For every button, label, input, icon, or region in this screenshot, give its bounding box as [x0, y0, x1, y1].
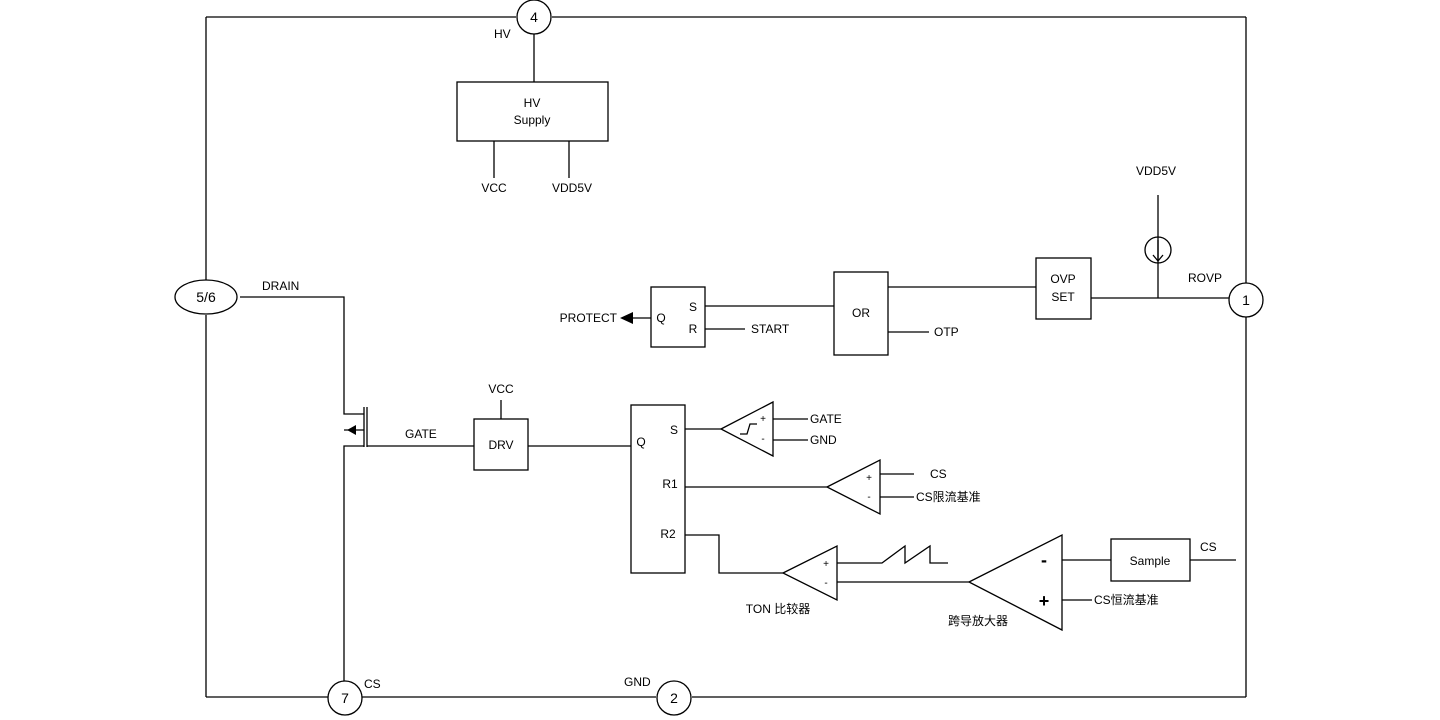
or-label: OR [852, 306, 870, 320]
cs-limit-comparator: + - CS CS限流基准 [685, 458, 981, 516]
gnd-pin-label: GND [624, 675, 651, 689]
cs-ref-label: CS恒流基准 [1094, 593, 1159, 607]
hv-supply-line2: Supply [514, 113, 551, 127]
sample-block: Sample CS [1110, 538, 1236, 582]
pin-2-label: 2 [670, 690, 678, 706]
ton-comparator-label: TON 比较器 [746, 601, 810, 616]
ota-label: 跨导放大器 [948, 613, 1008, 628]
cmp1-gate-label: GATE [810, 412, 842, 426]
main-latch-s: S [670, 423, 678, 437]
vcc-supply-label: VCC [481, 181, 507, 195]
drv-label: DRV [488, 438, 513, 452]
ramp-waveform-icon [870, 544, 948, 565]
cmp1-plus: + [760, 414, 766, 425]
ota-minus: - [1041, 550, 1047, 570]
gate-comparator: + - GATE GND [685, 400, 842, 458]
ovp-line2: SET [1051, 290, 1075, 304]
main-latch-r1: R1 [662, 477, 678, 491]
protect-arrow-icon [620, 312, 633, 324]
start-label: START [751, 322, 790, 336]
main-latch-q: Q [636, 435, 645, 449]
cmp1-gnd-label: GND [810, 433, 837, 447]
pin-7: 7 [327, 680, 363, 716]
hv-supply-block: HV Supply VCC VDD5V [456, 34, 609, 195]
sample-label: Sample [1130, 554, 1171, 568]
main-latch-r2: R2 [660, 527, 676, 541]
ovp-set-block: OVP SET [1035, 257, 1092, 320]
vdd5v-top-label: VDD5V [1136, 164, 1176, 178]
power-mosfet: GATE [240, 296, 474, 681]
protect-label: PROTECT [560, 311, 618, 325]
pin-1-label: 1 [1242, 292, 1250, 308]
pin-1: 1 [1228, 282, 1264, 318]
rovp-label: ROVP [1188, 271, 1222, 285]
cmp2-minus: - [867, 492, 870, 503]
cmp1-minus: - [761, 434, 764, 445]
cs-pin-label: CS [364, 677, 381, 691]
cs-in-label: CS [1200, 540, 1217, 554]
ton-minus: - [824, 578, 827, 589]
vcc-drv-label: VCC [488, 382, 514, 396]
chip-boundary [205, 16, 1247, 698]
vdd5v-supply-label: VDD5V [552, 181, 592, 195]
ota-plus: + [1039, 591, 1050, 611]
ton-plus: + [823, 559, 829, 570]
drv-block: DRV VCC [473, 382, 631, 471]
pin-2: 2 [656, 680, 692, 716]
latch-r: R [689, 322, 698, 336]
ton-comparator: + - TON 比较器 [685, 534, 969, 616]
main-latch: Q S R1 R2 [630, 404, 686, 574]
rovp-current-source: VDD5V [1091, 164, 1229, 299]
or-block: OR OTP [705, 271, 1036, 356]
ovp-line1: OVP [1050, 272, 1075, 286]
latch-q: Q [656, 311, 665, 325]
ota-amplifier: - + CS恒流基准 跨导放大器 [948, 533, 1159, 632]
pin-4: 4 [516, 0, 552, 35]
gate-net-label: GATE [405, 427, 437, 441]
hysteresis-icon [740, 423, 757, 435]
hv-label: HV [494, 27, 511, 41]
otp-label: OTP [934, 325, 959, 339]
cmp2-cs-label: CS [930, 467, 947, 481]
cmp2-ref-label: CS限流基准 [916, 490, 981, 504]
drain-label: DRAIN [262, 279, 299, 293]
protect-latch: S R Q START PROTECT [560, 286, 790, 348]
cmp2-plus: + [866, 473, 872, 484]
hv-supply-line1: HV [524, 96, 541, 110]
pin-5-6-label: 5/6 [196, 289, 216, 305]
pin-4-label: 4 [530, 9, 538, 25]
latch-s: S [689, 300, 697, 314]
pin-5-6: 5/6 [174, 279, 238, 315]
pin-7-label: 7 [341, 690, 349, 706]
